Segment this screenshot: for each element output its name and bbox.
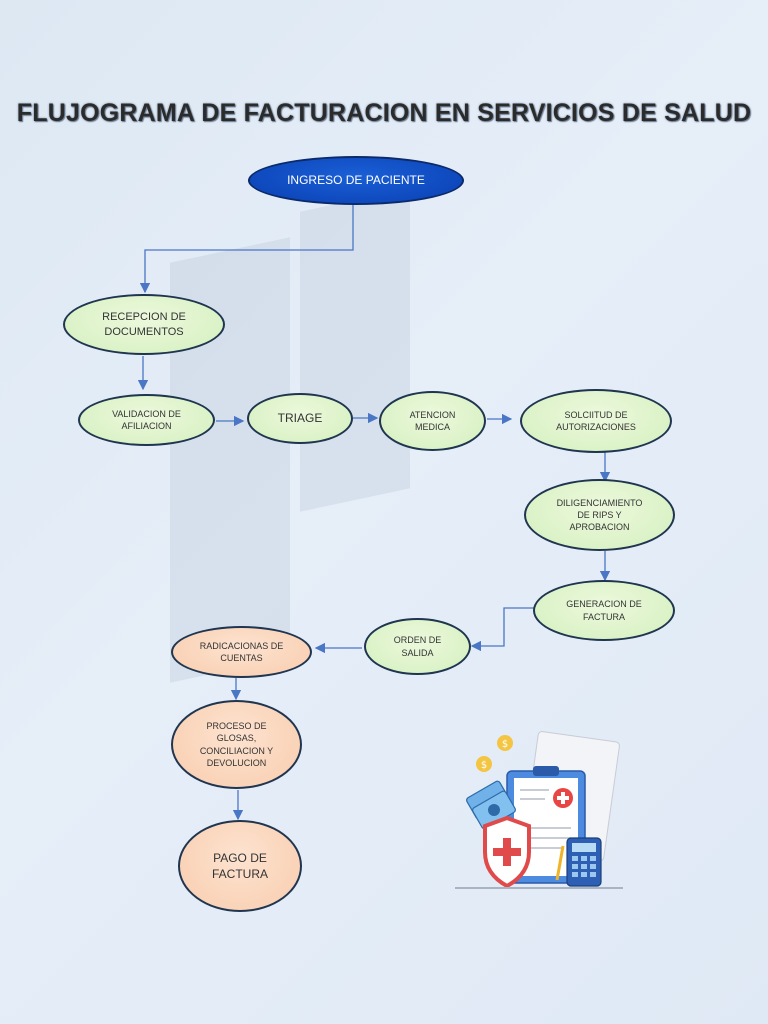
svg-text:$: $ <box>502 739 508 750</box>
connector-generacion-orden <box>470 607 534 652</box>
svg-text:$: $ <box>481 760 487 771</box>
node-solicitud-de-autorizaciones: SOLCIITUD DE AUTORIZACIONES <box>520 389 672 453</box>
node-orden-de-salida: ORDEN DE SALIDA <box>364 618 471 675</box>
page-title: FLUJOGRAMA DE FACTURACION EN SERVICIOS D… <box>16 99 752 127</box>
calculator-icon <box>566 837 602 887</box>
node-ingreso-de-paciente: INGRESO DE PACIENTE <box>248 156 464 205</box>
node-radicaciones-de-cuentas: RADICACIONAS DE CUENTAS <box>171 626 312 678</box>
connector-ingreso-recepcion <box>139 204 354 294</box>
shield-cross-icon <box>483 815 531 889</box>
coin-icon <box>476 756 492 772</box>
node-recepcion-de-documentos: RECEPCION DE DOCUMENTOS <box>63 294 225 355</box>
node-atencion-medica: ATENCION MEDICA <box>379 391 486 451</box>
node-generacion-de-factura: GENERACION DE FACTURA <box>533 580 675 641</box>
money-icon <box>466 780 516 830</box>
node-diligenciamiento-de-rips: DILIGENCIAMIENTO DE RIPS Y APROBACION <box>524 479 675 551</box>
node-triage: TRIAGE <box>247 393 353 444</box>
node-proceso-de-glosas: PROCESO DE GLOSAS, CONCILIACION Y DEVOLU… <box>171 700 302 789</box>
billing-illustration: $ $ <box>455 731 623 889</box>
node-validacion-de-afiliacion: VALIDACION DE AFILIACION <box>78 394 215 446</box>
coin-icon <box>497 735 513 751</box>
node-pago-de-factura: PAGO DE FACTURA <box>178 820 302 912</box>
